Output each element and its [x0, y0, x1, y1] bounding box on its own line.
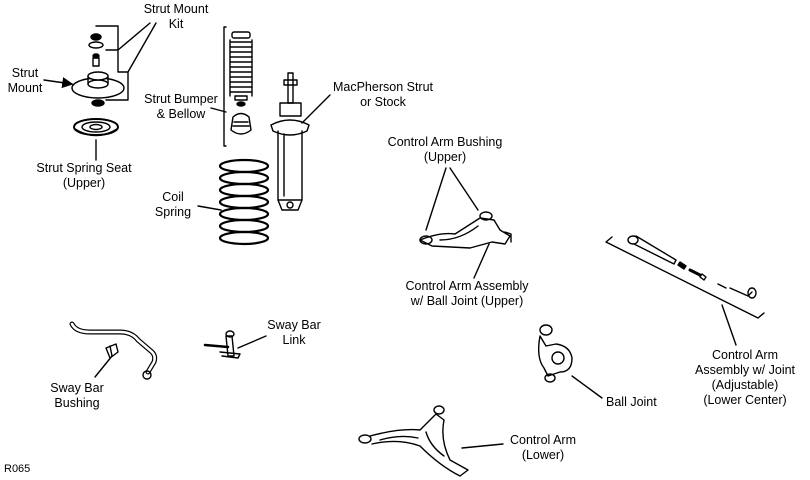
label-macpherson-strut: MacPherson Strut or Stock: [332, 80, 434, 109]
upper-control-arm-part: [419, 211, 512, 249]
strut-mount-part: [71, 71, 125, 107]
label-sway-bar-bushing: Sway Bar Bushing: [50, 381, 104, 410]
leader-line: [721, 304, 737, 346]
leader-line: [425, 167, 447, 231]
bumper-part: [230, 112, 252, 135]
bumper-bracket: [223, 26, 227, 147]
sway-bar-bushing-part: [105, 343, 119, 359]
macpherson-strut-part: [270, 72, 310, 211]
adjustable-arm-bracket: [605, 236, 765, 319]
label-strut-mount: Strut Mount: [7, 66, 43, 95]
leader-line: [301, 94, 331, 124]
sway-bar-link-part: [203, 330, 241, 359]
leader-line: [237, 335, 267, 349]
strut-mount-kit-parts: [88, 33, 104, 67]
leader-line: [94, 355, 113, 378]
label-control-arm-assembly-upper: Control Arm Assembly w/ Ball Joint (Uppe…: [405, 279, 529, 308]
leader-line: [127, 22, 157, 73]
label-ball-joint: Ball Joint: [606, 395, 657, 409]
label-control-arm-bushing-upper: Control Arm Bushing (Upper): [387, 135, 503, 164]
label-strut-bumper-bellow: Strut Bumper & Bellow: [144, 92, 218, 121]
leader-line: [461, 443, 504, 449]
coil-spring-part: [218, 158, 270, 246]
adjustable-arm-part: [627, 235, 757, 299]
label-strut-spring-seat: Strut Spring Seat (Upper): [36, 161, 132, 190]
bellow-part: [229, 31, 253, 107]
leader-line: [117, 22, 151, 51]
leader-line: [197, 205, 222, 211]
label-sway-bar-link: Sway Bar Link: [267, 318, 321, 347]
strut-mount-arrow: [43, 77, 74, 89]
label-coil-spring: Coil Spring: [154, 190, 192, 219]
leader-line: [449, 167, 479, 211]
ball-joint-part: [537, 324, 573, 383]
label-strut-mount-kit: Strut Mount Kit: [143, 2, 209, 31]
sway-bar-part: [69, 321, 158, 380]
label-control-arm-lower: Control Arm (Lower): [510, 433, 576, 462]
label-control-arm-adjustable: Control Arm Assembly w/ Joint (Adjustabl…: [694, 348, 796, 407]
leader-line: [210, 107, 227, 113]
figure-code: R065: [4, 463, 31, 475]
strut-spring-seat-part: [73, 118, 119, 137]
lower-control-arm-part: [358, 405, 469, 477]
leader-line: [473, 243, 490, 279]
leader-line: [571, 375, 603, 399]
